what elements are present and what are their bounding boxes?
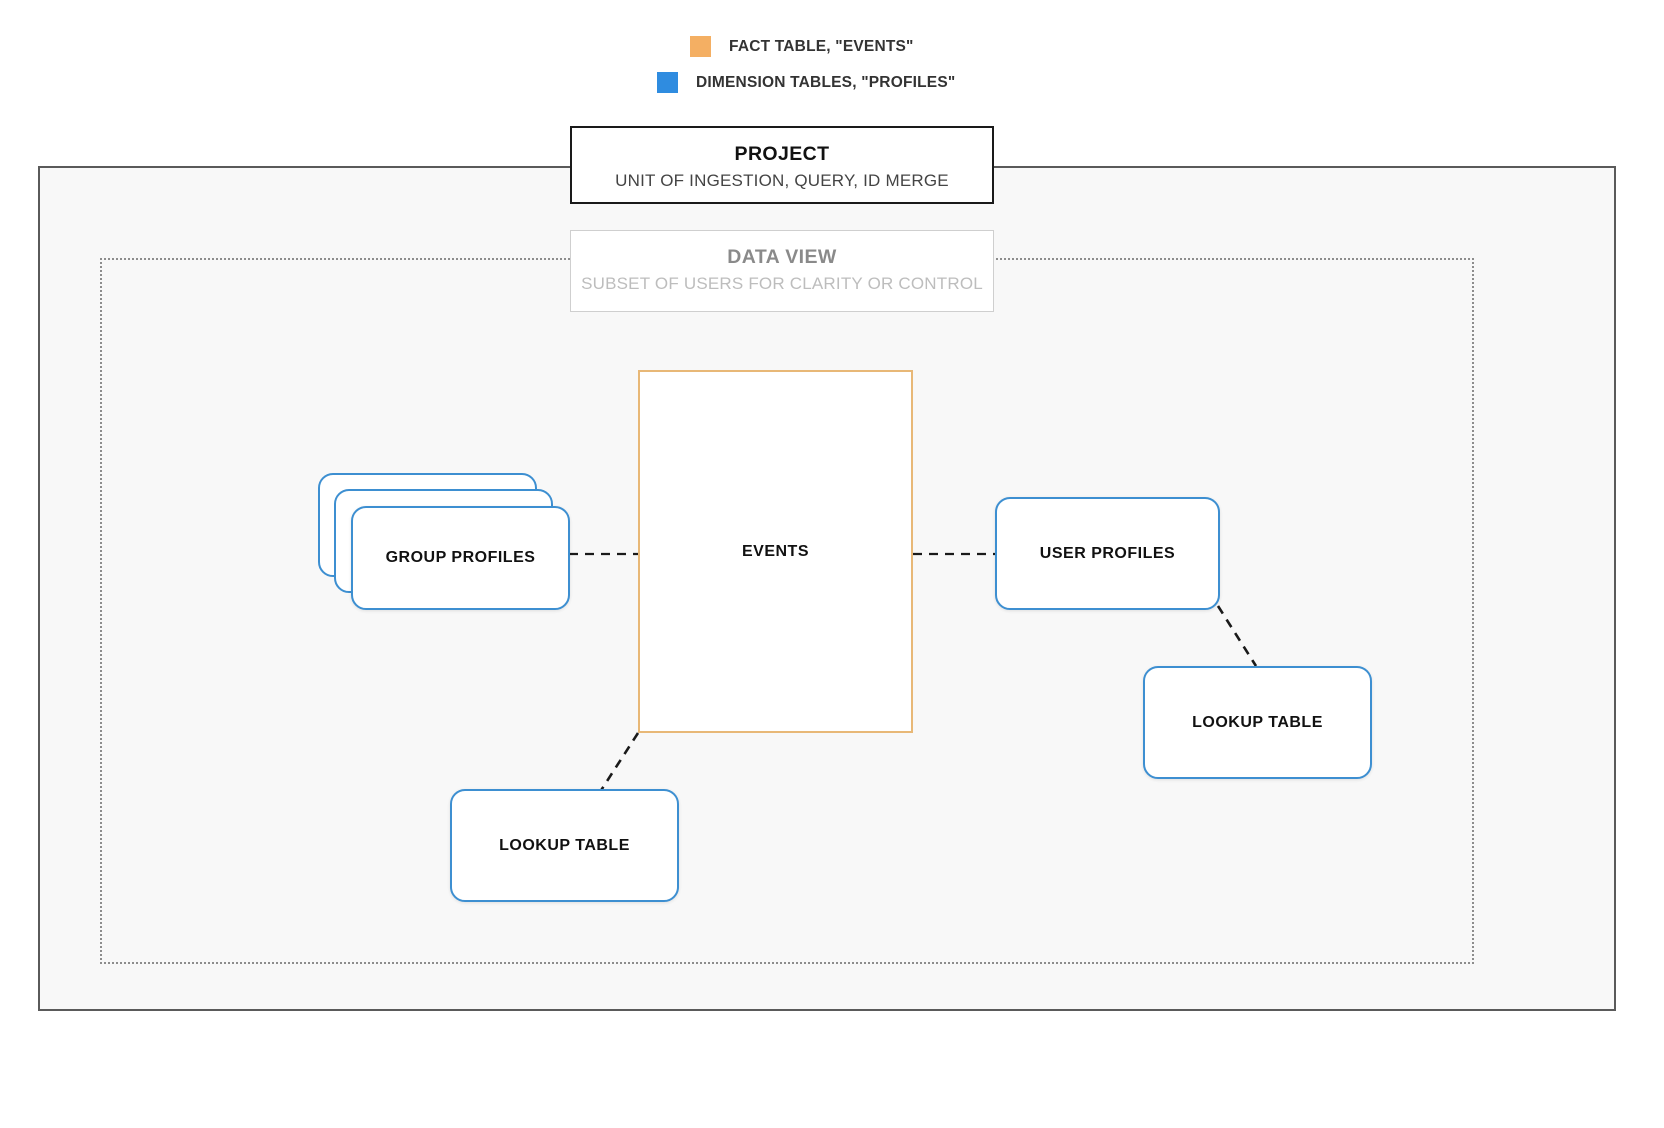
node-events[interactable]: EVENTS — [638, 370, 913, 733]
project-subtitle: UNIT OF INGESTION, QUERY, ID MERGE — [615, 171, 949, 190]
orange-square-swatch — [690, 36, 711, 57]
data-view-title: DATA VIEW — [727, 246, 837, 268]
legend-item-fact-table: FACT TABLE, "EVENTS" — [690, 36, 914, 57]
node-lookup-table-right-label: LOOKUP TABLE — [1192, 713, 1323, 731]
node-lookup-table-left-label: LOOKUP TABLE — [499, 836, 630, 854]
data-view-label-box: DATA VIEW SUBSET OF USERS FOR CLARITY OR… — [570, 230, 994, 312]
blue-square-swatch — [657, 72, 678, 93]
legend-label-fact-table: FACT TABLE, "EVENTS" — [729, 37, 914, 55]
legend-item-dimension-tables: DIMENSION TABLES, "PROFILES" — [657, 72, 955, 93]
legend-label-dimension-tables: DIMENSION TABLES, "PROFILES" — [696, 73, 956, 91]
node-lookup-table-left[interactable]: LOOKUP TABLE — [450, 789, 679, 902]
node-group-profiles-label: GROUP PROFILES — [385, 549, 536, 566]
node-events-label: EVENTS — [741, 542, 809, 560]
node-group-profiles[interactable]: GROUP PROFILES — [318, 473, 570, 610]
project-label-box: PROJECT UNIT OF INGESTION, QUERY, ID MER… — [570, 126, 994, 204]
node-lookup-table-right[interactable]: LOOKUP TABLE — [1143, 666, 1372, 779]
node-user-profiles-label: USER PROFILES — [1039, 544, 1176, 562]
project-title: PROJECT — [734, 143, 830, 165]
node-user-profiles[interactable]: USER PROFILES — [995, 497, 1220, 610]
group-profiles-stack-card-front[interactable]: GROUP PROFILES — [351, 506, 570, 610]
data-view-subtitle: SUBSET OF USERS FOR CLARITY OR CONTROL — [581, 274, 983, 293]
